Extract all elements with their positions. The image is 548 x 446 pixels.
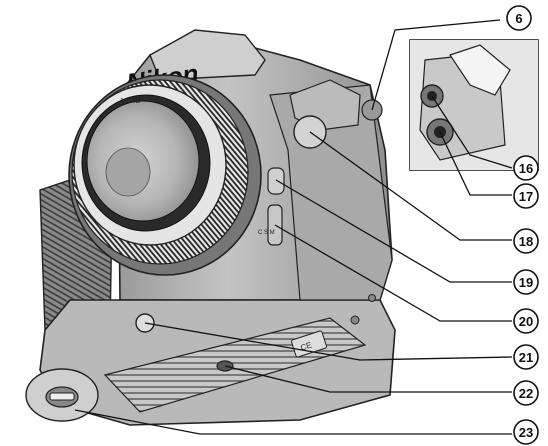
callout-20: 20 <box>513 308 539 334</box>
callout-label-20: 20 <box>519 314 533 329</box>
control-19 <box>267 167 285 195</box>
callout-19: 19 <box>513 269 539 295</box>
terminal-inset <box>409 39 539 171</box>
callout-23: 23 <box>513 419 539 445</box>
callout-16: 16 <box>513 155 539 181</box>
ce-mark: CE <box>300 340 313 352</box>
callout-label-6: 6 <box>515 11 522 26</box>
lens: 1:1.4D <box>68 74 262 276</box>
callout-17: 17 <box>513 183 539 209</box>
callout-label-19: 19 <box>519 275 533 290</box>
callout-label-16: 16 <box>519 161 533 176</box>
leader-20 <box>274 224 512 322</box>
terminal-cover <box>449 44 511 96</box>
lens-reflection <box>105 147 151 197</box>
leader-23 <box>74 409 512 435</box>
selector-mark: C S M <box>258 230 275 236</box>
leader-16 <box>431 95 513 169</box>
callout-22: 22 <box>513 380 539 406</box>
callout-21: 21 <box>513 344 539 370</box>
screw <box>350 315 360 325</box>
callout-label-23: 23 <box>519 425 533 440</box>
leader-18 <box>309 131 512 241</box>
leader-19 <box>275 179 512 283</box>
leader-6 <box>371 19 501 111</box>
leader-lines <box>74 19 513 435</box>
leader-21 <box>144 322 513 361</box>
leader-22 <box>224 365 512 393</box>
callout-label-22: 22 <box>519 386 533 401</box>
leader-17 <box>439 131 512 196</box>
control-23 <box>25 368 99 422</box>
callout-label-18: 18 <box>519 234 533 249</box>
screw <box>368 294 376 302</box>
lens-marking: 1:1.4D <box>120 98 141 105</box>
callout-18: 18 <box>513 228 539 254</box>
callout-label-21: 21 <box>519 350 533 365</box>
callout-6: 6 <box>506 5 532 31</box>
callout-badges: 6 16 17 18 19 20 21 22 <box>506 5 539 445</box>
callout-label-17: 17 <box>519 189 533 204</box>
